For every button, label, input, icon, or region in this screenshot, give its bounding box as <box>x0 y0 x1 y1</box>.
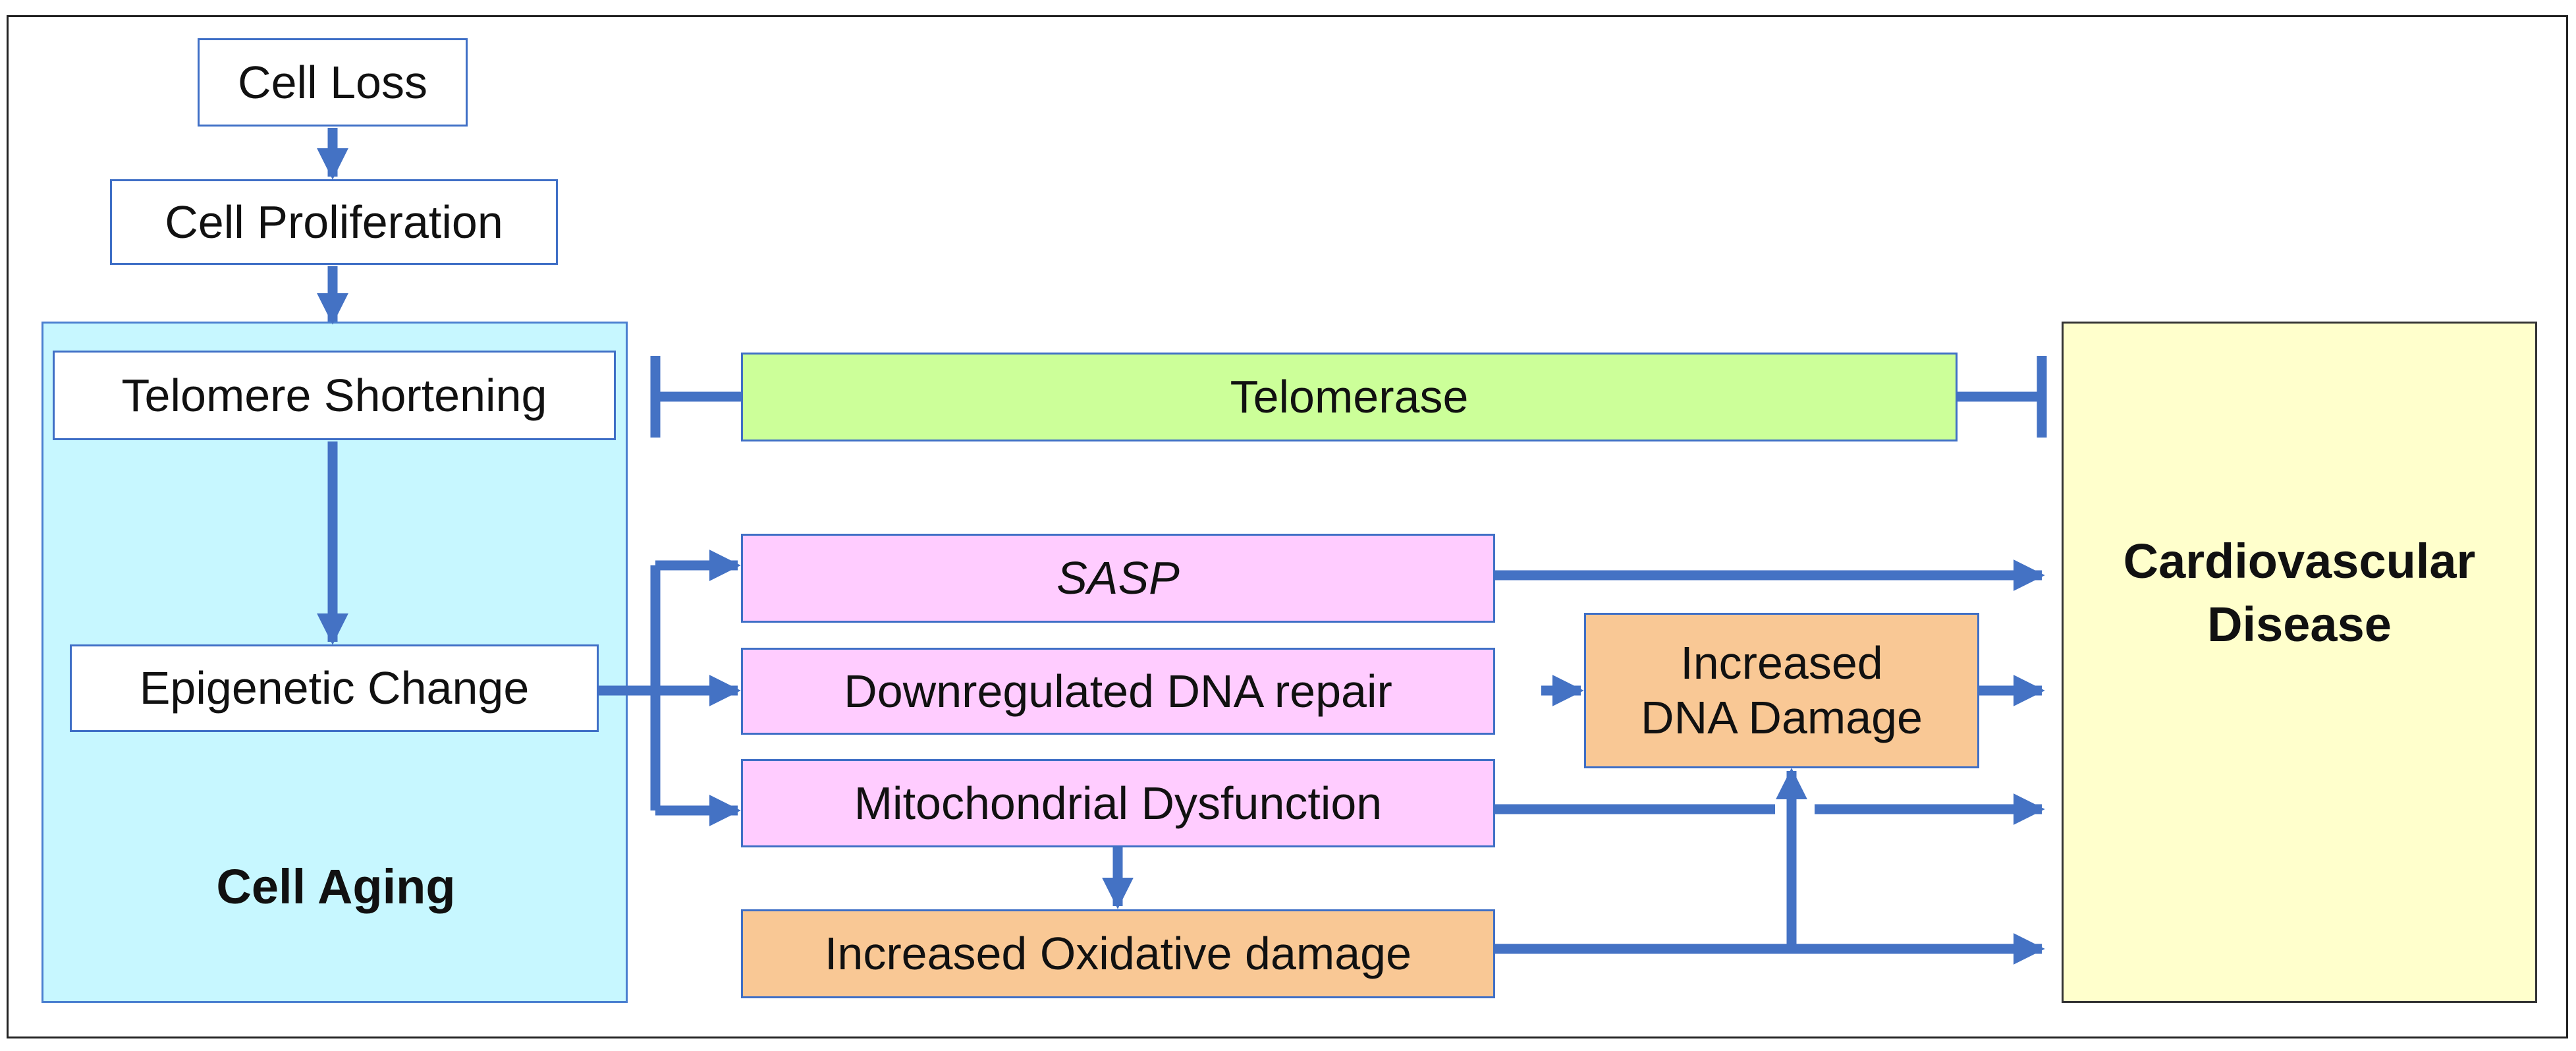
sasp-label: SASP <box>1056 552 1180 604</box>
telomere-shortening-label: Telomere Shortening <box>121 369 547 421</box>
dna-repair-label: Downregulated DNA repair <box>844 665 1392 717</box>
sasp-node: SASP <box>741 534 1495 623</box>
cell-loss-label: Cell Loss <box>238 56 427 108</box>
mitochondrial-dysfunction-node: Mitochondrial Dysfunction <box>741 759 1495 847</box>
telomere-shortening-node: Telomere Shortening <box>53 351 616 440</box>
cardiovascular-disease-label-line1: Cardiovascular <box>2123 533 2476 588</box>
dna-damage-node: Increased DNA Damage <box>1584 613 1979 768</box>
mitochondrial-dysfunction-label: Mitochondrial Dysfunction <box>854 777 1383 829</box>
oxidative-damage-node: Increased Oxidative damage <box>741 909 1495 998</box>
telomerase-label: Telomerase <box>1230 371 1469 423</box>
dna-damage-label-line1: Increased <box>1680 637 1883 689</box>
cell-aging-label: Cell Aging <box>216 859 456 914</box>
cell-proliferation-label: Cell Proliferation <box>165 196 503 248</box>
cell-proliferation-node: Cell Proliferation <box>110 179 558 265</box>
cardiovascular-disease-label-line2: Disease <box>2207 597 2392 652</box>
epigenetic-change-label: Epigenetic Change <box>139 662 530 714</box>
dna-repair-node: Downregulated DNA repair <box>741 648 1495 735</box>
telomerase-node: Telomerase <box>741 353 1958 441</box>
cardiovascular-disease-label: Cardiovascular Disease <box>2068 521 2531 666</box>
oxidative-damage-label: Increased Oxidative damage <box>824 928 1412 980</box>
cell-loss-node: Cell Loss <box>198 38 468 127</box>
cardiovascular-disease-region <box>2062 322 2537 1003</box>
epigenetic-change-node: Epigenetic Change <box>70 644 599 732</box>
dna-damage-label-line2: DNA Damage <box>1641 692 1923 743</box>
